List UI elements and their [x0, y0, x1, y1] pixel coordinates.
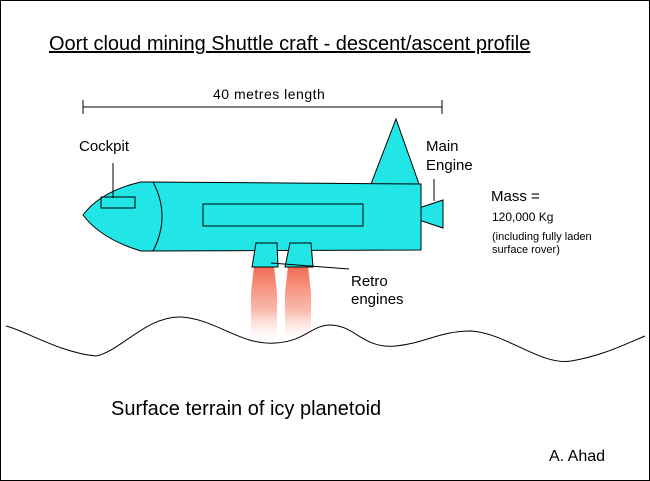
cockpit-window	[100, 196, 136, 209]
main-engine-label-line2: Engine	[426, 156, 473, 174]
length-dimension-line	[82, 100, 443, 114]
fuselage-nose	[82, 181, 163, 252]
mass-note: (including fully laden surface rover)	[492, 231, 592, 257]
retro-label-line2: engines	[351, 291, 404, 308]
retro-engine-left	[251, 242, 279, 268]
mass-note-line2: surface rover)	[492, 244, 560, 257]
main-engine-label-line1: Main	[426, 138, 459, 155]
mass-note-line1: (including fully laden	[492, 231, 592, 243]
terrain-line	[5, 316, 646, 362]
main-engine-label: Main Engine	[426, 138, 473, 176]
retro-engine-right	[284, 242, 314, 268]
cockpit-label: Cockpit	[79, 138, 130, 155]
length-label: 40 metres length	[213, 86, 326, 102]
fuselage-rear	[150, 181, 422, 252]
retro-leader-line	[270, 262, 350, 270]
retro-label-line1: Retro	[351, 273, 388, 290]
retro-engines-label: Retro engines	[351, 273, 404, 309]
retro-exhaust-left	[251, 266, 277, 346]
retro-exhaust-right	[285, 266, 311, 346]
cargo-bay-panel	[202, 203, 364, 227]
diagram-title: Oort cloud mining Shuttle craft - descen…	[49, 33, 531, 55]
main-engine-nozzle	[418, 199, 444, 229]
terrain-label: Surface terrain of icy planetoid	[111, 398, 382, 420]
mass-title: Mass =	[491, 188, 540, 205]
author-credit: A. Ahad	[549, 448, 606, 465]
mass-value: 120,000 Kg	[492, 210, 554, 224]
tail-fin	[370, 117, 420, 185]
